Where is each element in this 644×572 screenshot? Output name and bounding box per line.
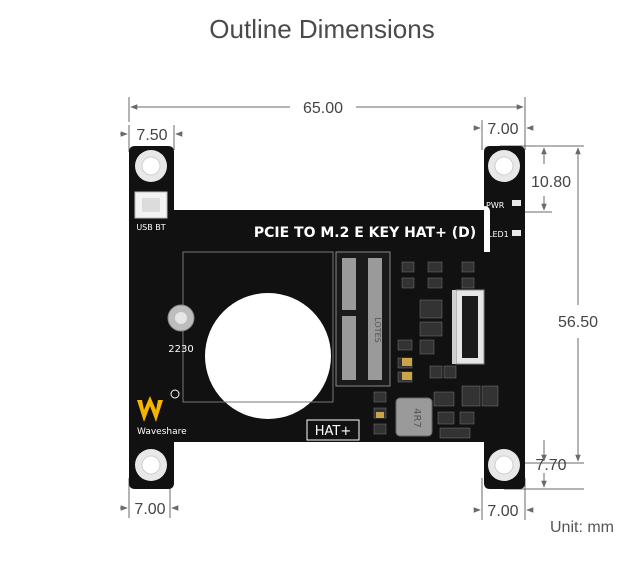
round-cutout [205,293,331,419]
dim-7-50-label: 7.50 [136,127,167,144]
m2-e-key-slot: LOTES [335,251,391,387]
dimension-top-hole-vertical: 10.80 [500,145,584,213]
mounting-hole-top-right [488,150,520,182]
dimension-right-top-offset: 7.00 [473,120,534,150]
pcb-board: USB BT PCIE TO M.2 E KEY HAT+ (D) PWR LE… [129,146,525,489]
standoff-label: 2230 [168,344,193,355]
dim-10-80-label: 10.80 [531,174,571,191]
inductor-marking: 4R7 [411,408,422,428]
pwr-led [512,200,521,206]
unit-label: Unit: mm [550,519,614,536]
mounting-hole-bottom-left [135,449,167,481]
hat-plus-badge: HAT+ [306,419,360,441]
dimension-overall-width: 65.00 [128,97,526,122]
dimension-hole-spacing: 56.50 [500,147,598,464]
brand-name: Waveshare [137,427,187,437]
diagram-title: Outline Dimensions [209,14,435,44]
mounting-hole-bottom-right [488,449,520,481]
pwr-label: PWR [486,201,505,210]
svg-text:HAT+: HAT+ [315,424,352,439]
fpc-connector [452,289,485,365]
waveshare-logo: Waveshare [137,389,187,437]
dim-56-50-label: 56.50 [558,314,598,331]
connector-marking: LOTES [373,317,382,343]
dim-7-70-label: 7.70 [535,457,566,474]
dim-7-00-bottom-left-label: 7.00 [134,501,165,518]
capacitors [376,358,412,418]
led1 [512,230,521,236]
dim-65-label: 65.00 [303,100,343,117]
dim-7-00-bottom-right-label: 7.00 [487,503,518,520]
dimension-left-top-offset: 7.50 [120,125,183,152]
board-name: PCIE TO M.2 E KEY HAT+ (D) [254,225,476,241]
led1-label: LED1 [488,230,509,239]
dim-7-00-top-label: 7.00 [487,121,518,138]
inductor: 4R7 [395,397,433,437]
usb-bt-label: USB BT [136,223,165,232]
standoff-2230: 2230 [167,304,195,355]
dimension-right-bottom-offset: 7.00 [473,478,534,520]
mounting-hole-top-left [135,150,167,182]
